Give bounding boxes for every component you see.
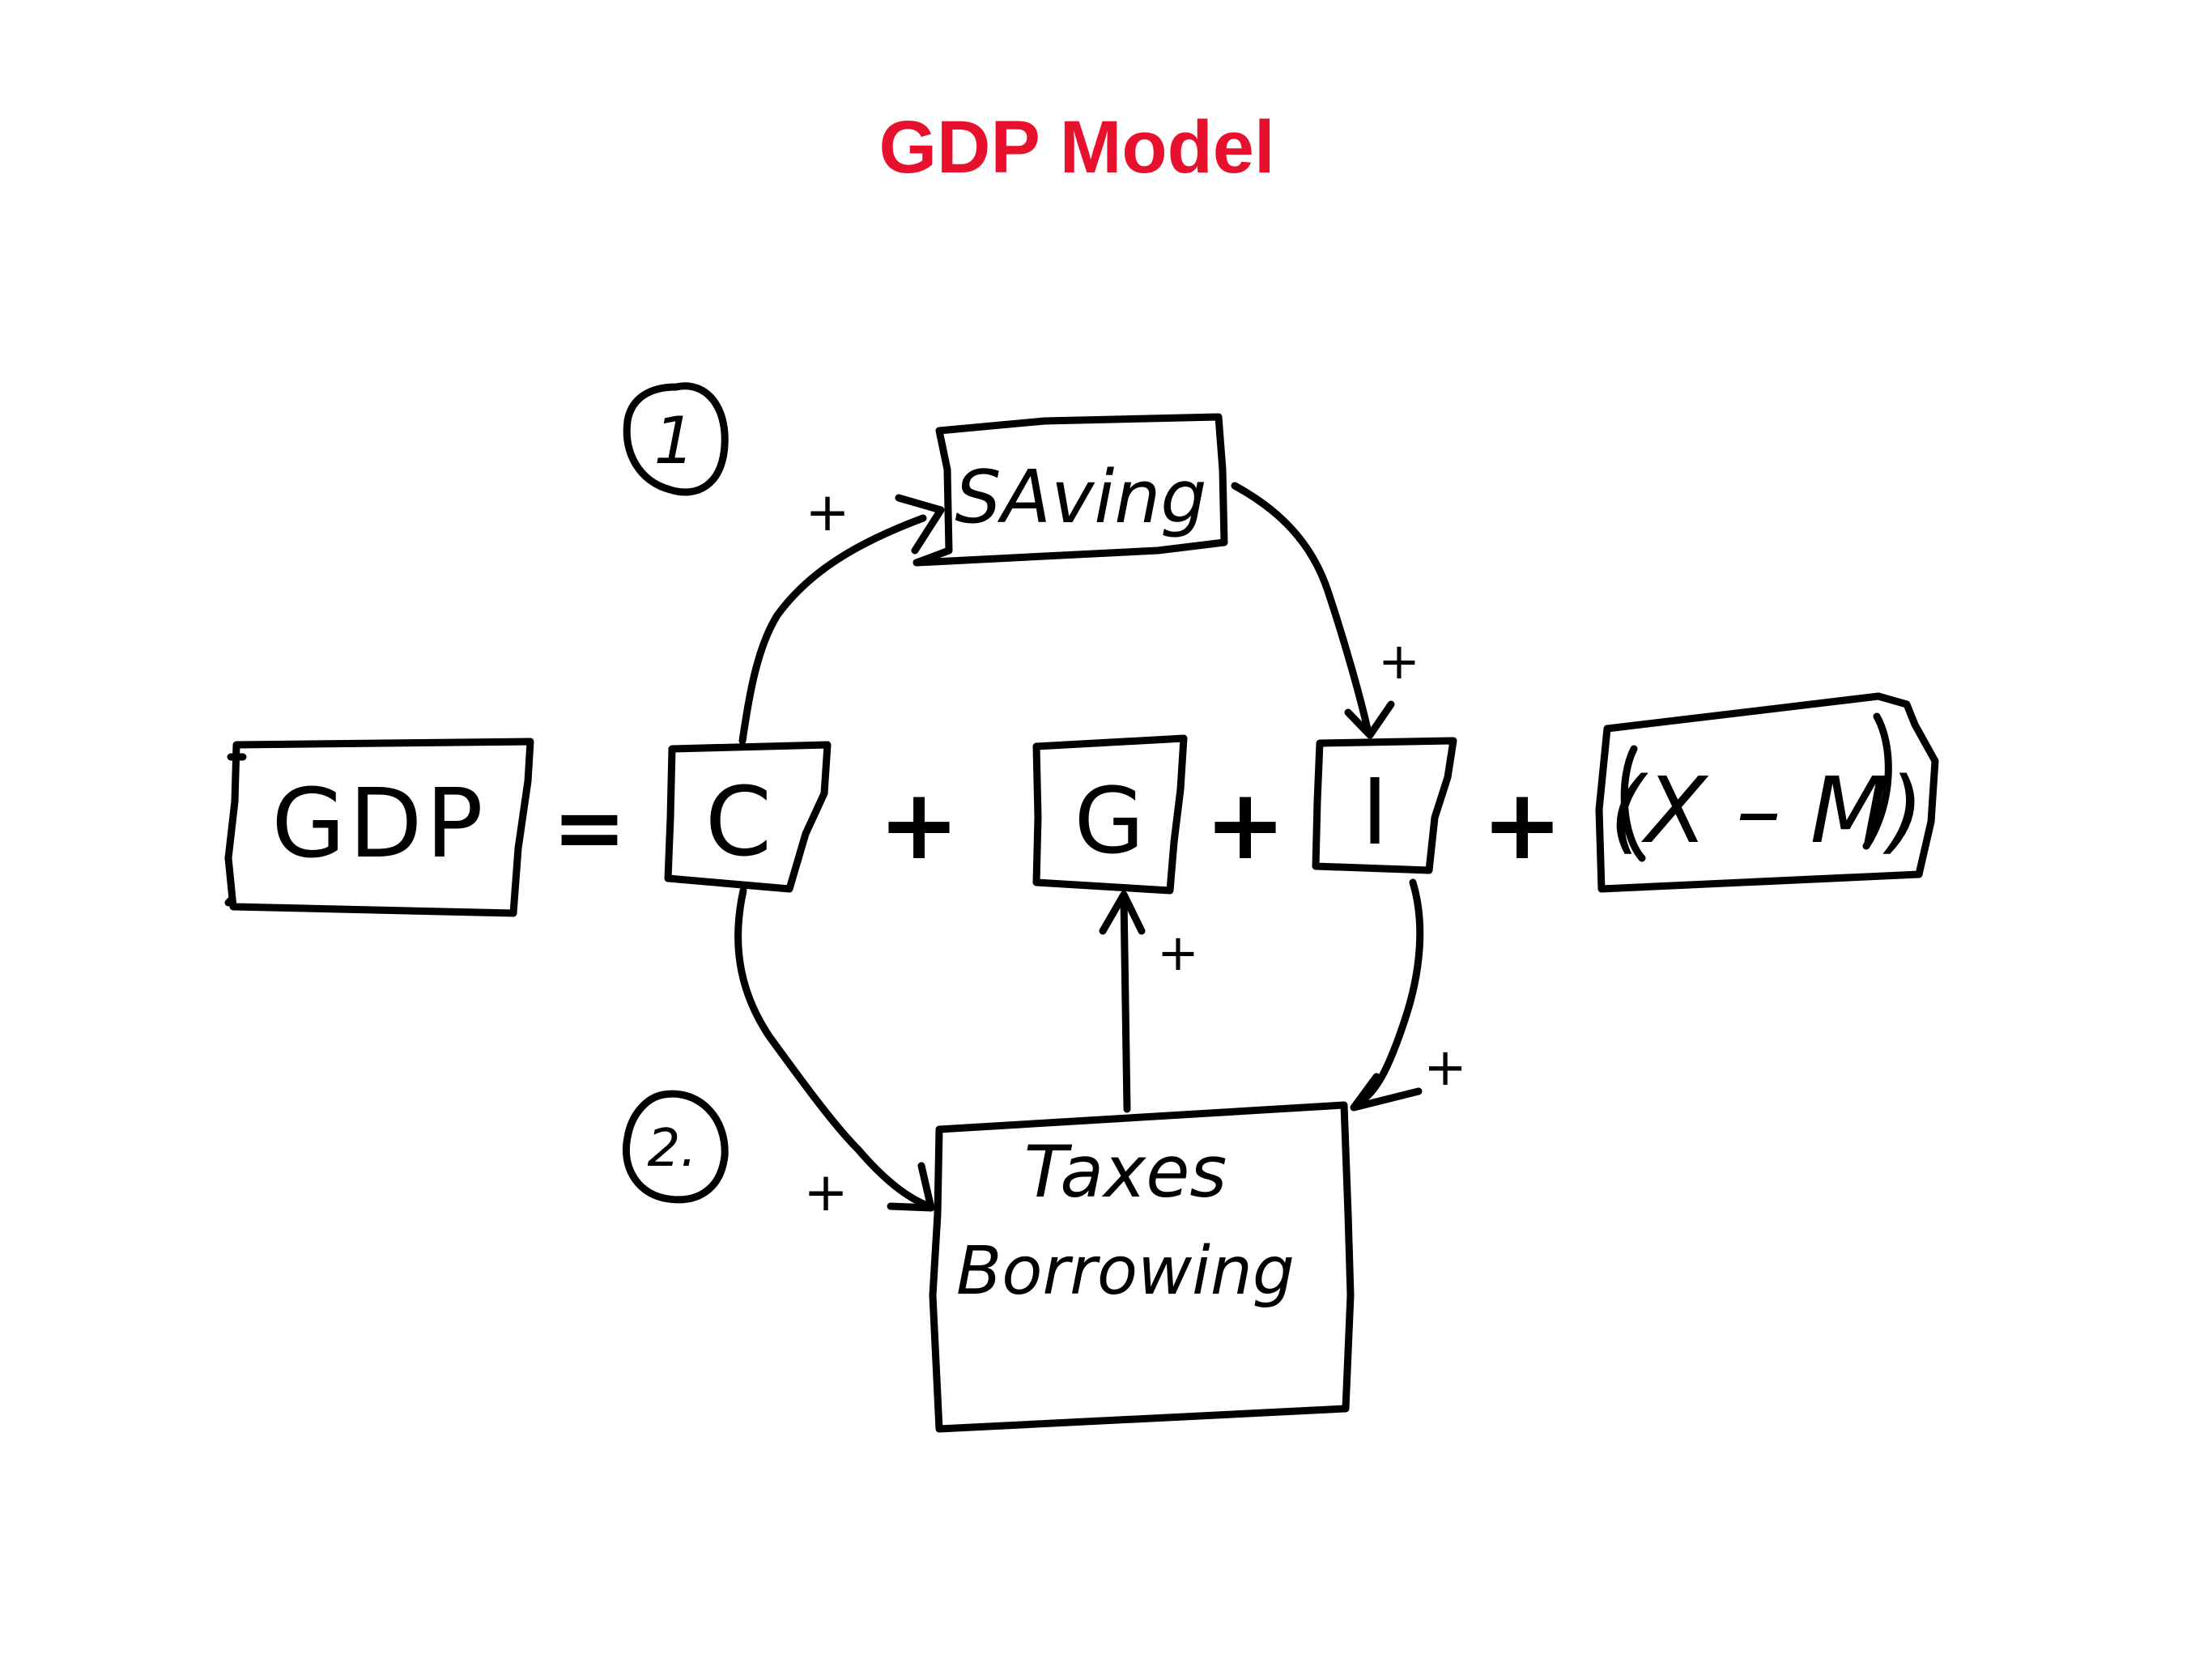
page-title: GDP Model [878,106,1275,189]
arrow-c-to-taxes: + [734,886,935,1223]
xm-node: (X – M) [1595,692,1939,893]
taxes-borrowing-node: Taxes Borrowing [929,1101,1355,1433]
plus-sign-2: + [1205,769,1287,882]
i-label: I [1361,760,1388,865]
sign-taxes-to-g: + [1157,923,1199,982]
g-node: G [1032,734,1188,895]
arrow-taxes-to-g: + [1099,891,1199,1113]
sign-i-to-taxes: + [1423,1038,1467,1098]
sign-c-to-saving: + [805,481,849,543]
marker-1: 1 [623,382,729,496]
plus-sign-3: + [1482,769,1563,882]
sign-saving-to-i: + [1378,631,1420,691]
sign-c-to-taxes: + [803,1161,848,1223]
saving-label: SAving [955,455,1206,540]
taxes-label: Taxes [1024,1130,1227,1214]
arrow-i-to-taxes: + [1350,878,1467,1112]
borrowing-label: Borrowing [956,1233,1295,1310]
arrow-saving-to-i: + [1231,482,1420,739]
saving-node: SAving [912,413,1228,567]
arrow-c-to-saving: + [738,481,945,745]
marker-2-label: 2. [647,1119,696,1179]
marker-2: 2. [623,1090,729,1204]
marker-1-label: 1 [654,403,696,478]
g-label: G [1074,769,1145,874]
gdp-node: GDP [224,738,534,917]
xm-label: (X – M) [1610,759,1924,864]
plus-sign-1: + [878,769,960,882]
equals-sign: = [552,776,627,879]
c-label: C [705,766,772,878]
c-node: C [664,741,832,893]
gdp-label: GDP [271,767,486,879]
i-node: I [1312,737,1457,874]
